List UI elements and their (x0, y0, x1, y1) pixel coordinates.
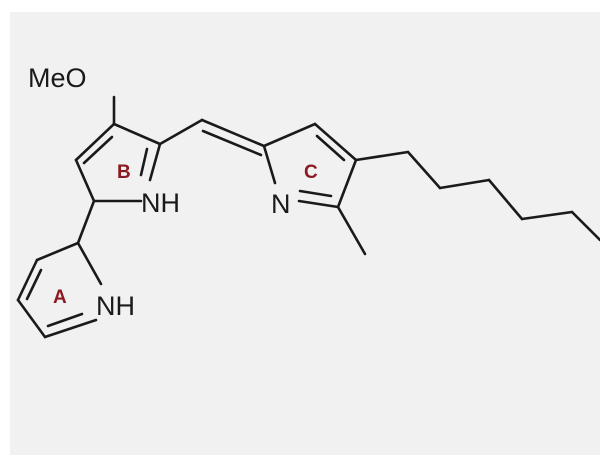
methine-bridge (158, 118, 266, 157)
pentyl-chain (354, 150, 600, 242)
ring-c-bonds (262, 122, 358, 209)
ring-c-label: C (304, 162, 318, 183)
ring-c-n-label: N (271, 189, 291, 219)
ring-a-bonds (16, 241, 103, 339)
ring-a-b-link (76, 199, 96, 245)
ring-b-bonds (74, 122, 162, 203)
ring-a-label: A (53, 287, 67, 308)
ring-b-label: B (117, 162, 131, 183)
methyl-group (336, 205, 367, 256)
diagram-background (10, 12, 600, 455)
ring-a-nh-label: NH (96, 291, 135, 321)
methoxy-label: MeO (28, 63, 87, 93)
ring-b-nh-label: NH (141, 188, 180, 218)
